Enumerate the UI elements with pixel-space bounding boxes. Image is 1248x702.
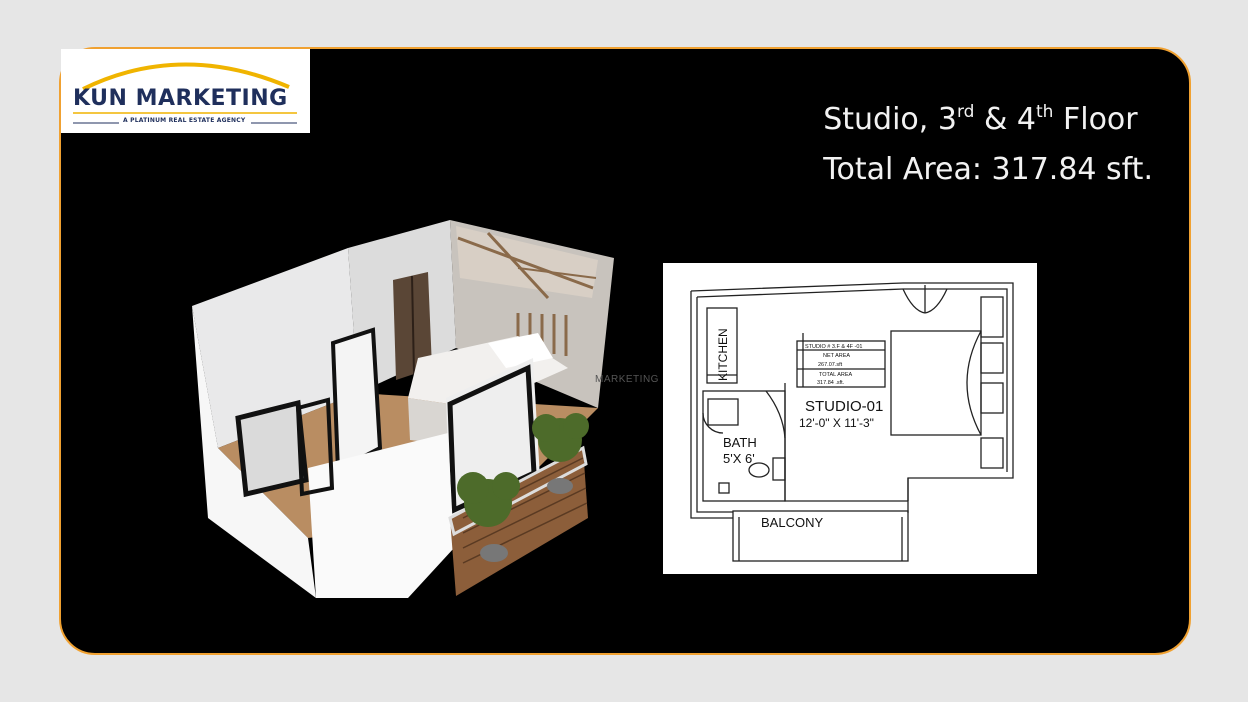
plan-label-balcony: BALCONY	[761, 515, 823, 530]
logo-brand-text: KUN MARKETING	[73, 86, 288, 111]
plan-table-title: STUDIO # 3.F & 4F -01	[805, 344, 862, 350]
plan-label-studio: STUDIO-01	[805, 398, 883, 415]
headline: Studio, 3rd & 4th Floor Total Area: 317.…	[823, 100, 1153, 190]
floor-plan: KITCHEN BATH 5'X 6' BALCONY STUDIO-01 12…	[663, 263, 1037, 574]
headline-total-area: Total Area: 317.84 sft.	[823, 152, 1153, 187]
plan-table-total-value: 317.84 .sft.	[817, 380, 845, 386]
watermark-text: MARKETING	[595, 374, 659, 385]
headline-unit-floors: Studio, 3rd & 4th Floor	[823, 102, 1138, 137]
plan-table-net-value: 267.07.sft	[818, 362, 843, 368]
3d-room-render	[192, 220, 614, 598]
logo-tagline: A PLATINUM REAL ESTATE AGENCY	[123, 117, 246, 124]
logo-arc-icon	[73, 62, 297, 124]
plan-table-total-label: TOTAL AREA	[819, 372, 853, 378]
plan-bath-size: 5'X 6'	[723, 451, 755, 466]
plan-studio-size: 12'-0" X 11'-3"	[799, 416, 874, 430]
company-logo: KUN MARKETING A PLATINUM REAL ESTATE AGE…	[61, 49, 310, 133]
plan-table-net-label: NET AREA	[823, 353, 850, 359]
plan-label-kitchen: KITCHEN	[716, 328, 730, 381]
plan-label-bath: BATH	[723, 435, 757, 450]
